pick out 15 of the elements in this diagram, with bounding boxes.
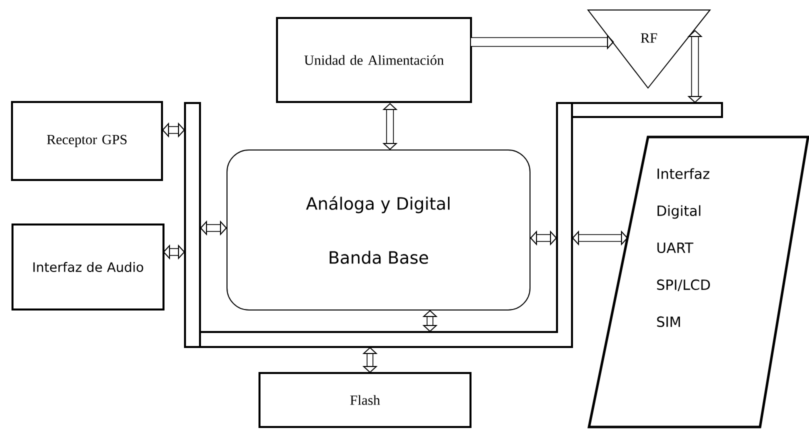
double-arrow bbox=[422, 310, 438, 332]
double-arrow bbox=[163, 244, 185, 260]
power-unit-box: Unidad de Alimentación bbox=[276, 17, 472, 103]
process-box: Análoga y Digital Banda Base bbox=[226, 150, 530, 310]
double-arrow bbox=[530, 230, 557, 246]
process-box: Interfaz de Audio bbox=[12, 224, 164, 310]
double-arrow bbox=[200, 220, 227, 236]
process-box: Flash bbox=[258, 372, 472, 428]
bus-drawing bbox=[184, 102, 723, 348]
double-arrow bbox=[572, 230, 628, 246]
double-arrow bbox=[382, 103, 398, 150]
double-arrow bbox=[162, 122, 185, 138]
double-arrow bbox=[687, 30, 703, 103]
process-box: Receptor GPS bbox=[11, 101, 163, 181]
double-arrow bbox=[362, 347, 378, 373]
